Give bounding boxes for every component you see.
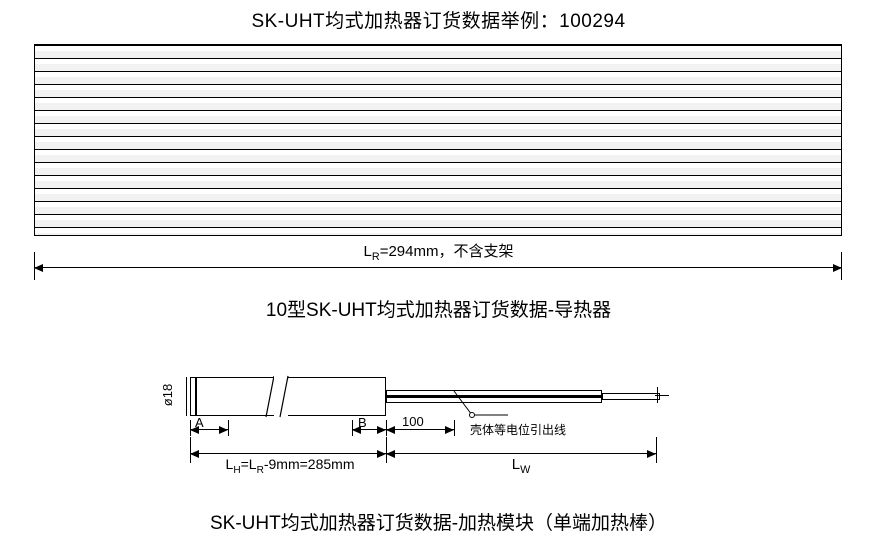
dimension-b-line [352,429,386,430]
dimension-a-label: A [195,415,204,430]
dimension-lh-arrow-left-icon [190,450,199,458]
heater-dimension-line [34,267,842,268]
heater-caption: 10型SK-UHT均式加热器订货数据-导热器 [265,300,612,321]
break-symbol-icon [265,375,289,418]
dimension-b-arrow-right-icon [377,426,386,434]
lh-suffix: =LR-9mm=285mm [240,456,355,476]
dimension-a-arrow-right-icon [219,426,228,434]
dimension-lw-extension-right [656,437,657,463]
dimension-b-arrow-left-icon [352,426,361,434]
heater-length-prefix: L [363,243,372,260]
dimension-100-extension-right [454,420,455,436]
diameter-label: ø18 [160,383,175,407]
extension-line-right [841,252,842,280]
dimension-100-label: 100 [402,414,424,429]
lw-subscript: W [520,464,531,476]
dimension-arrow-right-icon [833,264,842,272]
dimension-a-arrow-left-icon [190,426,199,434]
lh-subscript: H [233,464,241,476]
heater-length-subscript: R [371,251,380,263]
module-tail-cable [602,393,660,400]
extension-line-left [34,252,35,280]
diameter-extension-line [186,377,187,416]
module-hot-zone-body [196,377,386,416]
dimension-a-line [190,429,228,430]
lh-prefix: L [225,456,234,472]
page-title: SK-UHT均式加热器订货数据举例：100294 [251,11,626,32]
dimension-arrow-left-icon [34,264,43,272]
dimension-100-line [386,429,454,430]
dimension-lw-label: LW [386,456,656,476]
dimension-lh-line [190,453,540,454]
module-tail-tip [657,387,658,403]
module-cold-zone-core [386,395,602,398]
module-tail-wire [655,395,669,396]
dimension-lh-label: LH=LR-9mm=285mm [190,456,390,476]
dimension-a-extension-right [228,420,229,436]
module-flange [190,377,196,416]
module-caption: SK-UHT均式加热器订货数据-加热模块（单端加热棒） [209,513,668,534]
dimension-lh-arrow-right-icon [377,450,386,458]
dimension-100-arrow-right-icon [445,426,454,434]
heat-conductor-block [34,44,842,236]
heater-length-label: LR=294mm，不含支架 [0,240,877,263]
dimension-lw-line [386,453,656,454]
lw-prefix: L [511,456,521,473]
dimension-b-label: B [358,415,367,430]
heater-length-suffix: =294mm，不含支架 [379,243,514,260]
dimension-lw-arrow-right-icon [647,450,656,458]
dimension-lw-arrow-left-icon [386,450,395,458]
ground-wire-leader-icon [453,390,508,418]
ground-wire-label: 壳体等电位引出线 [470,423,567,437]
dimension-100-arrow-left-icon [386,426,395,434]
